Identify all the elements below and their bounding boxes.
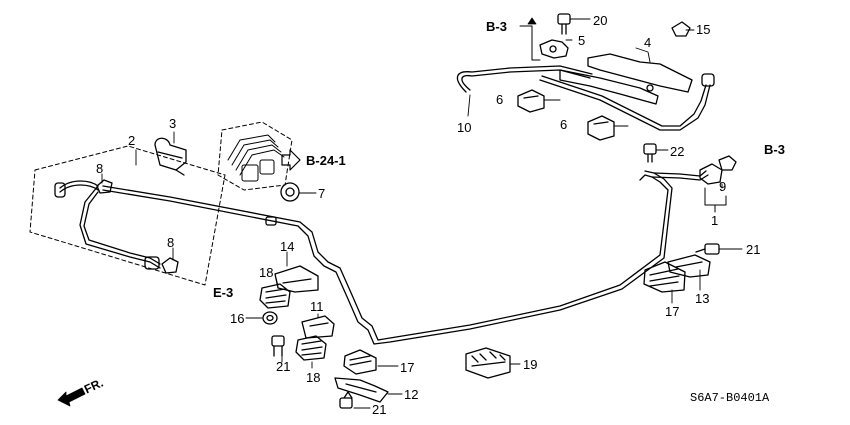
- front-arrow-icon: [57, 387, 86, 407]
- callout-3: 3: [169, 116, 177, 131]
- b-24-1-bundle: [227, 134, 285, 182]
- bracket-part-11: [301, 315, 335, 339]
- part-2-box: [29, 145, 226, 286]
- leader-lines: [101, 18, 743, 409]
- hose-part-10: [456, 65, 593, 93]
- ref-b3-top-arrow: [527, 17, 537, 25]
- pipe-joint: [265, 216, 277, 226]
- bolt-part-21-left: [271, 335, 285, 357]
- bracket-part-13: [667, 254, 711, 278]
- clamp-part-17-middle: [343, 349, 377, 375]
- clamp-part-3: [154, 137, 187, 176]
- bolt-part-20: [557, 13, 571, 35]
- callout-8-upper: 8: [96, 161, 104, 176]
- callout-5: 5: [578, 33, 586, 48]
- callout-1: 1: [711, 213, 719, 228]
- bracket-part-12: [334, 377, 389, 403]
- hose-part-2: [54, 180, 161, 270]
- clip-part-15: [671, 21, 691, 37]
- callout-4: 4: [644, 35, 652, 50]
- callout-17-right: 17: [665, 304, 680, 319]
- callout-21-right: 21: [746, 242, 761, 257]
- clip-part-8-lower: [161, 257, 179, 274]
- callout-21-bottom: 21: [372, 402, 387, 417]
- clamp-part-18-upper: [259, 283, 291, 309]
- clamp-part-18-lower: [295, 335, 327, 361]
- callout-16: 16: [230, 311, 245, 326]
- connector-part-9: [699, 155, 737, 185]
- ref-e3: E-3: [213, 285, 234, 300]
- ref-b24-1: B-24-1: [306, 153, 346, 168]
- callout-6-upper: 6: [496, 92, 504, 107]
- bracket-part-5: [539, 39, 569, 59]
- bolt-part-21-bottom: [339, 391, 353, 409]
- grommet-part-7: [280, 182, 300, 202]
- callout-9: 9: [719, 179, 727, 194]
- callout-bracket-part-1: [704, 187, 727, 213]
- bolt-part-21-right: [695, 243, 720, 255]
- fuel-pipe-main: [102, 170, 673, 345]
- callout-11: 11: [310, 299, 324, 314]
- callout-19: 19: [523, 357, 538, 372]
- bracket-part-4: [559, 53, 693, 105]
- pipe-right-connector: [651, 170, 709, 181]
- clamp-part-19: [465, 347, 511, 379]
- callout-21-left: 21: [276, 359, 291, 374]
- callout-7: 7: [318, 186, 326, 201]
- clip-part-8-upper: [96, 179, 113, 194]
- grommet-part-6-lower: [587, 115, 615, 141]
- callout-10: 10: [457, 120, 472, 135]
- callout-13: 13: [695, 291, 710, 306]
- b-24-1-box: [217, 121, 293, 191]
- callout-18-upper: 18: [259, 265, 274, 280]
- callout-12: 12: [404, 387, 419, 402]
- clamp-part-17-right: [643, 261, 686, 293]
- bracket-part-14: [274, 265, 319, 293]
- callout-15: 15: [696, 22, 711, 37]
- grommet-part-16: [262, 311, 278, 325]
- callout-20: 20: [593, 13, 608, 28]
- callout-6-lower: 6: [560, 117, 568, 132]
- ref-b3-top-bracket: [519, 25, 541, 61]
- callout-17-middle: 17: [400, 360, 415, 375]
- ref-b3-top: B-3: [486, 19, 507, 34]
- grommet-part-6-upper: [517, 89, 545, 113]
- drawing-code: S6A7-B0401A: [690, 391, 770, 405]
- callout-8-lower: 8: [167, 235, 175, 250]
- hose-top-right: [539, 73, 715, 131]
- callout-22: 22: [670, 144, 685, 159]
- callout-18-lower: 18: [306, 370, 321, 385]
- bolt-part-22: [643, 143, 657, 163]
- callout-2: 2: [128, 133, 136, 148]
- callout-14: 14: [280, 239, 295, 254]
- arrow-to-b-24-1: [281, 149, 301, 171]
- ref-b3-right: B-3: [764, 142, 785, 157]
